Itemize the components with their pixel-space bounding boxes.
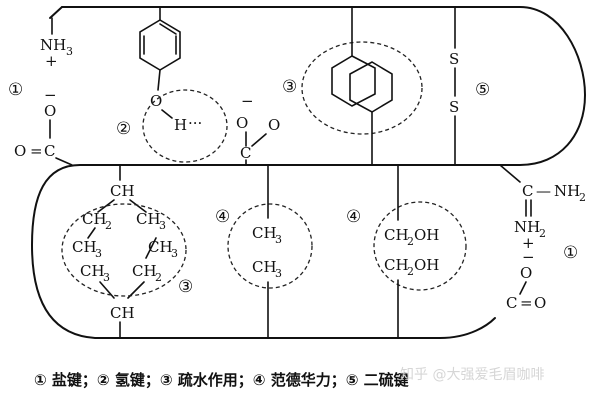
right-carboxylate-eq: = [520,294,533,312]
polypeptide-chain [31,6,586,339]
ch2oh-bottom-oh: OH [414,256,439,274]
oh-h-bond [161,109,173,119]
leu-branch-3 [87,227,96,239]
oh-h-label: H [174,116,187,134]
marker-4-left: ④ [215,207,230,227]
ch2-sub-1: 2 [105,219,112,232]
right-nh2-sub: 2 [539,227,546,240]
ch-top-label: CH [110,182,135,200]
ch3-sub-2: 3 [95,247,102,260]
carbonyl-c-label: C [44,142,55,160]
amine-sub-label: 3 [66,45,73,58]
ch2oh-top-ch: CH [384,226,409,244]
right-nh2-label: NH [514,218,540,236]
ch3-label-1: CH [136,210,161,228]
legend-text: ① 盐键；② 氢键；③ 疏水作用；④ 范德华力；⑤ 二硫键 [34,371,409,389]
right-carboxylate-c: C [506,294,517,312]
phenol-ring-inner-3 [159,23,177,35]
oh-o-label: O [150,92,162,110]
acceptor-co-bond [251,133,267,147]
ch3-sub-4: 3 [103,271,110,284]
chain-end-tail [439,317,496,339]
acceptor-o-label: O [236,114,248,132]
ch2oh-bottom-ch: CH [384,256,409,274]
vdw-ch3-bottom: CH [252,258,277,276]
guanidine-nh2-sub: 2 [579,191,586,204]
marker-5: ⑤ [475,80,490,100]
carboxylate-o-label: O [44,102,56,120]
ch3-label-4: CH [80,262,105,280]
right-carboxylate-minus: − [522,248,535,266]
ch-bottom-label: CH [110,304,135,322]
amine-plus-label: + [45,52,58,70]
vdw-ch3-bottom-sub: 3 [275,267,282,280]
marker-1-left: ① [8,80,23,100]
marker-2: ② [116,119,131,139]
vdw-circle-right [373,201,467,291]
guanidine-nh2-label: NH [554,182,580,200]
marker-4-right: ④ [346,207,361,227]
ch2oh-top-sub: 2 [407,235,414,248]
ch2-label-2: CH [132,262,157,280]
ch3-sub-1: 3 [159,219,166,232]
marker-3-bottom: ③ [178,277,193,297]
phenol-ring [139,19,181,71]
sulfur-1-label: S [449,50,459,68]
carbonyl-eq-label: = [30,142,43,160]
right-carboxylate-bond [519,281,527,295]
acceptor-o2-label: O [268,116,280,134]
watermark-text: 知乎 @大强爱毛眉咖啡 [400,366,544,383]
acceptor-minus-label: − [241,92,254,110]
acceptor-c-label: C [240,144,251,162]
amine-nh-label: NH [40,36,66,54]
guanidine-c-label: C [522,182,533,200]
ch2-label-1: CH [82,210,107,228]
guanidine-dash-label: — [536,182,551,200]
right-carboxylate-o: O [520,264,532,282]
marker-3-top: ③ [282,77,297,97]
ch2oh-bottom-sub: 2 [407,265,414,278]
aromatic-ring-a [331,55,376,107]
hbond-dots: ··· [188,114,202,132]
ch3-sub-3: 3 [171,247,178,260]
chain-start-hook [49,6,63,19]
hydrophobic-circle-top [301,41,423,135]
hydrophobic-circle-bottom [61,203,187,297]
ch3-label-2: CH [72,238,97,256]
vdw-circle-left [227,203,313,289]
vdw-ch3-top-sub: 3 [275,233,282,246]
carboxylate-minus-label: − [44,86,57,104]
hbond-circle [142,89,228,163]
carbonyl-chain-bond [55,157,73,166]
ch2oh-top-oh: OH [414,226,439,244]
guanidine-link [499,164,521,183]
leu-branch-1 [97,199,115,213]
right-plus-label: + [522,234,535,252]
vdw-ch3-top: CH [252,224,277,242]
phenol-oh-bond [157,69,161,91]
ile-branch-2 [99,281,115,299]
carbonyl-o-label: O [14,142,26,160]
ile-branch-1 [145,237,157,259]
marker-1-right: ① [563,243,578,263]
sulfur-2-label: S [449,98,459,116]
leu-branch-2 [129,199,147,213]
ch2-sub-2: 2 [155,271,162,284]
right-carboxylate-o2: O [534,294,546,312]
